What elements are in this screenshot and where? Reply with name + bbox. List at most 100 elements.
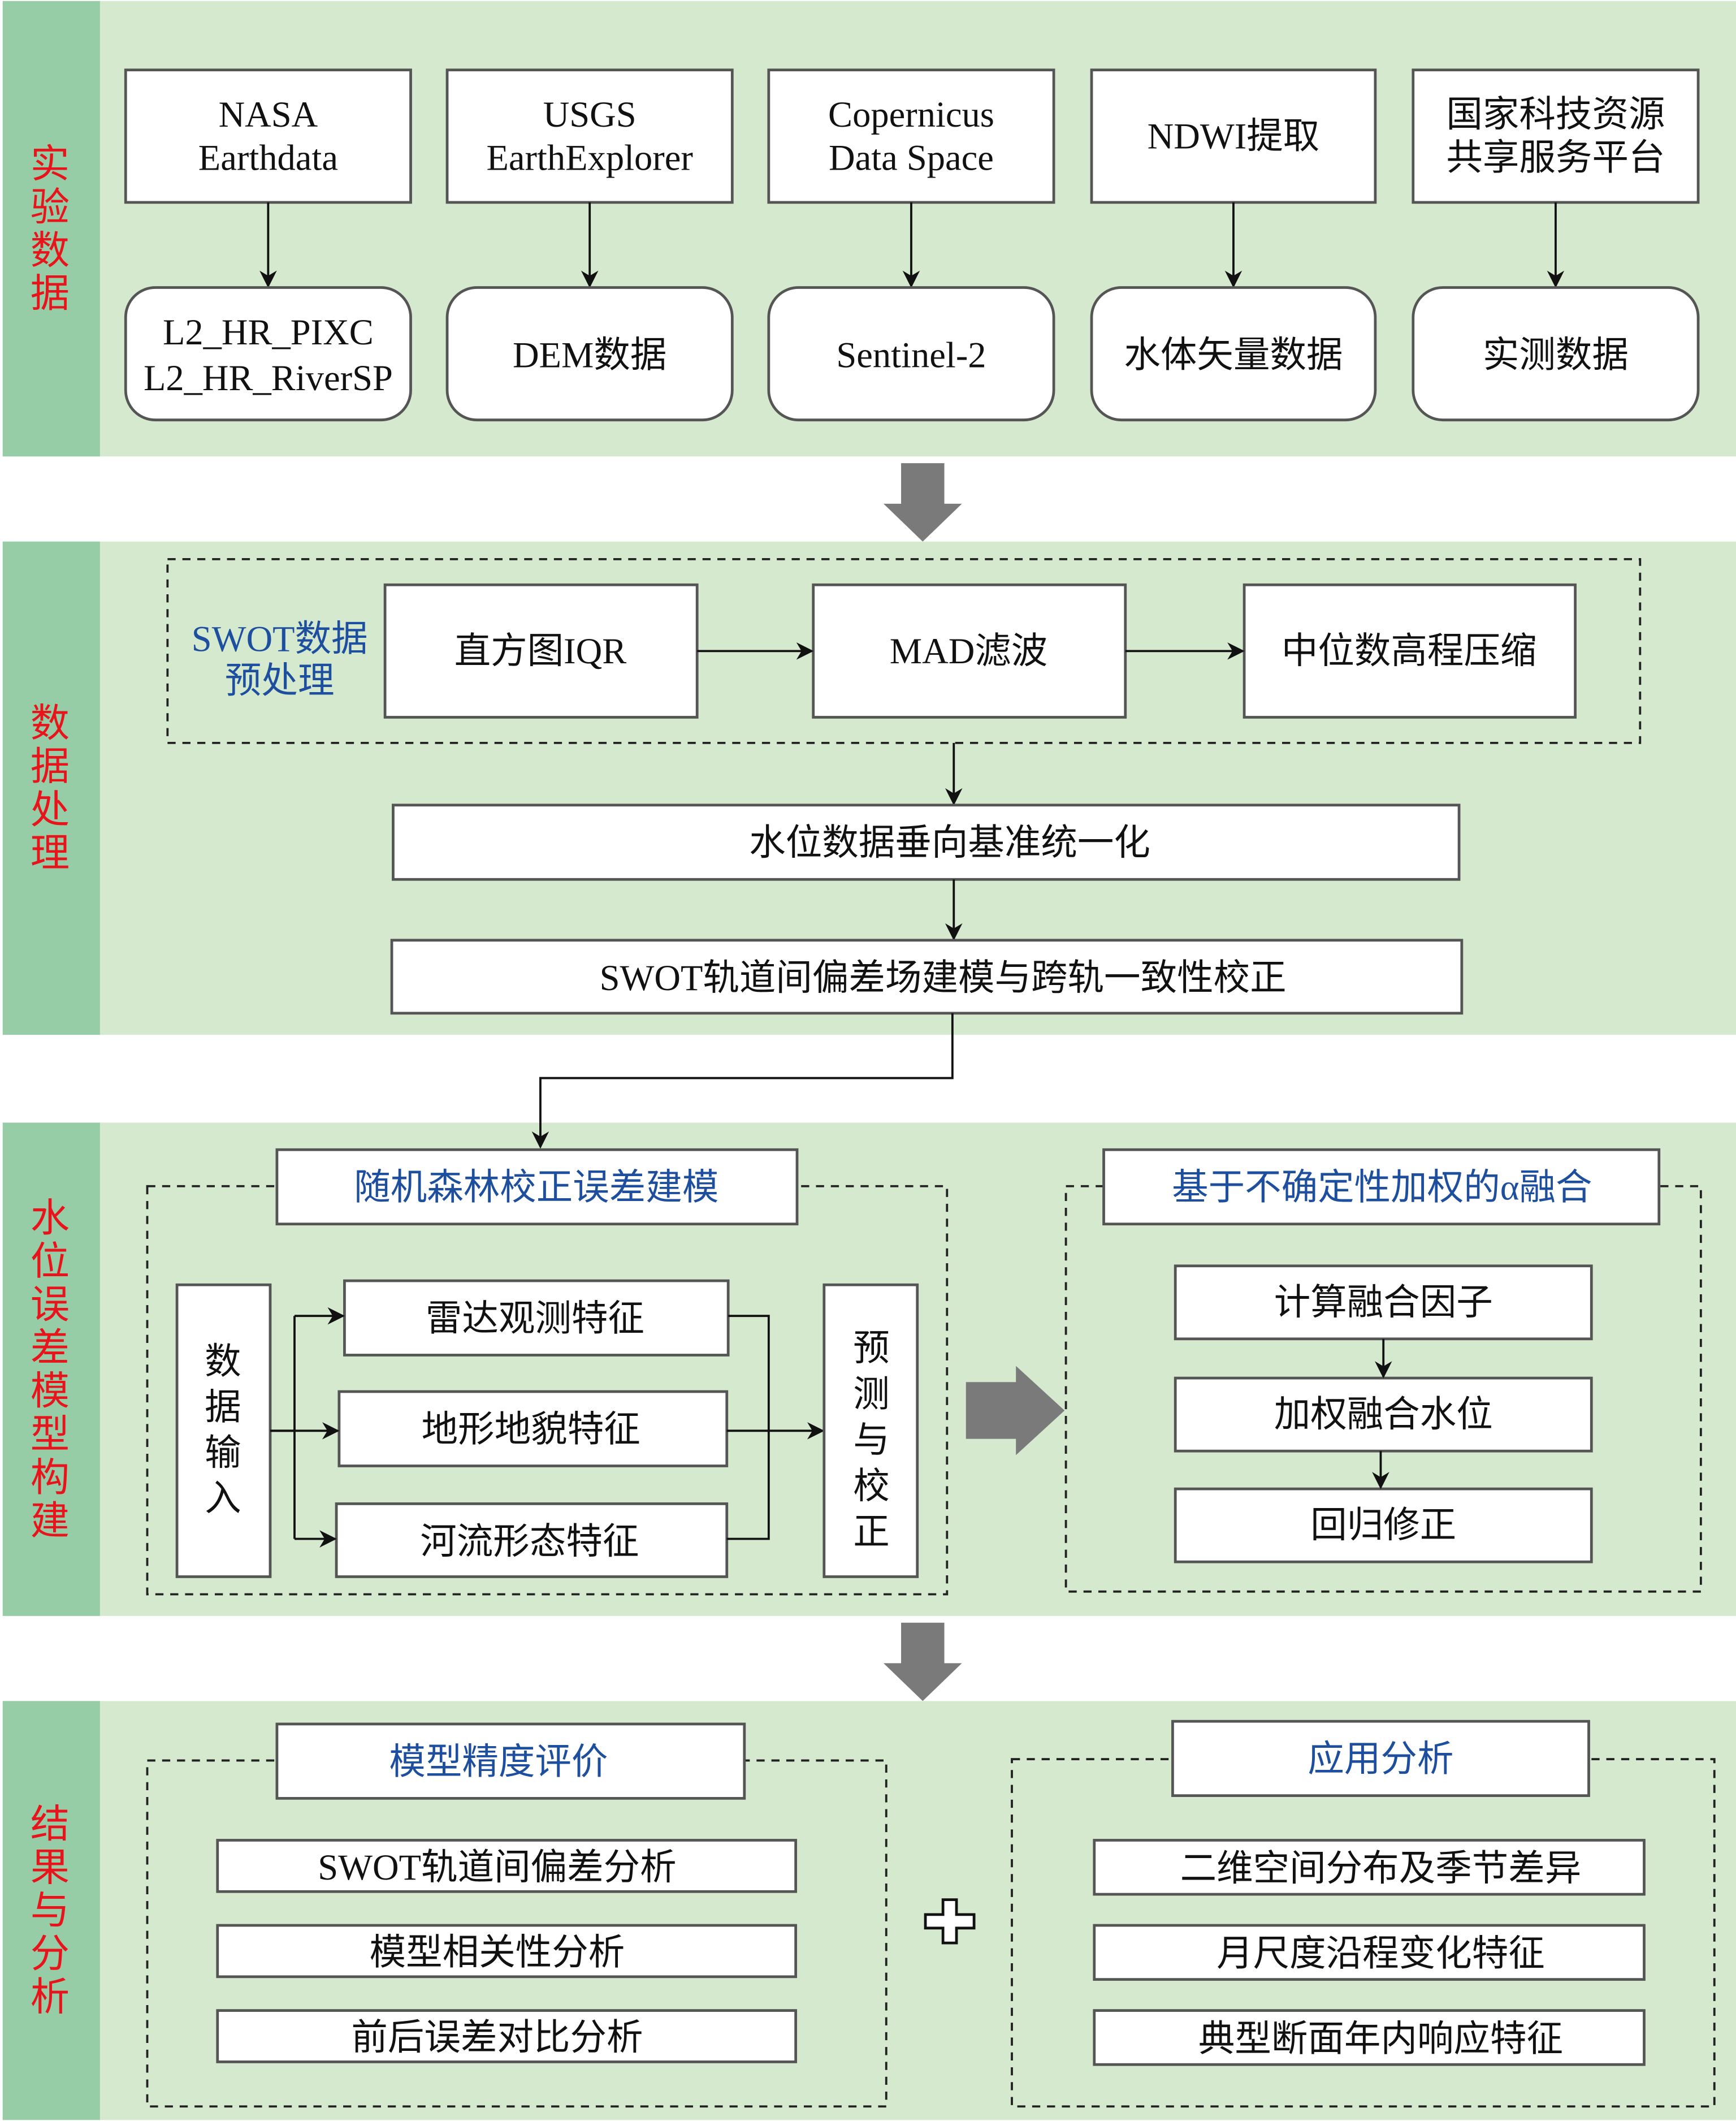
section-label-char: 结 [31, 1802, 70, 1846]
source-name: 国家科技资源 [1446, 94, 1665, 135]
application-item: 月尺度沿程变化特征 [1217, 1934, 1545, 1974]
step-mad-box [812, 583, 1127, 719]
section-label-char: 分 [31, 1932, 70, 1976]
source-box [767, 68, 1055, 204]
step-iqr: 直方图IQR [454, 631, 627, 671]
application-title: 应用分析 [1308, 1739, 1453, 1779]
vertical-char: 据 [205, 1387, 241, 1427]
feature-radar: 雷达观测特征 [426, 1298, 644, 1338]
fusion-step-2-box [1174, 1376, 1593, 1453]
accuracy-item-box [216, 1924, 798, 1979]
source-box [124, 68, 412, 204]
section-label-char: 位 [31, 1239, 70, 1283]
section-label-char: 处 [31, 788, 70, 832]
fusion-title: 基于不确定性加权的α融合 [1172, 1168, 1592, 1208]
product-box [1412, 286, 1700, 422]
product-name: 水体矢量数据 [1124, 335, 1343, 375]
source-name: NASA [219, 94, 318, 135]
section-label-char: 果 [31, 1846, 70, 1889]
plus-icon [924, 1898, 976, 1945]
product-name: DEM数据 [513, 335, 666, 375]
application-item-box [1093, 2009, 1646, 2066]
step-median-box [1243, 583, 1577, 719]
accuracy-item-box [216, 2009, 798, 2063]
application-item-box [1093, 1924, 1646, 1981]
datum-box [392, 804, 1461, 881]
big-right-arrow [966, 1366, 1065, 1455]
source-box [445, 68, 734, 204]
source-name: EarthExplorer [486, 138, 692, 178]
vertical-char: 正 [853, 1512, 890, 1552]
vertical-char: 校 [853, 1466, 890, 1506]
fusion-title-box [1102, 1148, 1661, 1226]
arrow-to-model [531, 1013, 954, 1149]
accuracy-item: 前后误差对比分析 [351, 2018, 643, 2058]
vertical-char: 入 [205, 1479, 241, 1519]
feature-terrain: 地形地貌特征 [422, 1409, 640, 1449]
step-mad: MAD滤波 [890, 631, 1048, 671]
rf-title: 随机森林校正误差建模 [354, 1168, 718, 1208]
source-name: 共享服务平台 [1446, 138, 1665, 178]
preprocessing-label-1: SWOT数据 [192, 619, 368, 659]
source-name: USGS [543, 94, 637, 135]
section-label-char: 水 [31, 1196, 70, 1239]
big-down-arrow-1 [883, 463, 962, 542]
merge-features [726, 1315, 770, 1540]
source-box [1412, 68, 1700, 204]
section-label-char: 析 [31, 1975, 70, 2019]
section-label-char: 差 [31, 1326, 70, 1370]
big-down-arrow-2 [883, 1622, 962, 1701]
accuracy-group [146, 1759, 888, 2108]
feature-river: 河流形态特征 [420, 1522, 639, 1562]
product-name: L2_HR_RiverSP [144, 358, 393, 398]
application-item-box [1093, 1839, 1646, 1896]
fusion-step-3: 回归修正 [1310, 1505, 1456, 1545]
product-name: L2_HR_PIXC [163, 312, 374, 352]
section-label-char: 模 [31, 1369, 70, 1412]
section-label-char: 理 [31, 831, 70, 875]
application-item: 二维空间分布及季节差异 [1180, 1848, 1582, 1889]
section-label-char: 数 [31, 702, 70, 745]
section-label-char: 据 [31, 272, 70, 316]
section-label-char: 数 [31, 228, 70, 272]
application-title-box [1171, 1720, 1590, 1797]
accuracy-item-box [216, 1839, 798, 1893]
accuracy-title-box [275, 1722, 746, 1800]
rf-title-box [275, 1148, 799, 1226]
section-label-char: 据 [31, 745, 70, 788]
predict-box [822, 1283, 919, 1578]
section-label-char: 构 [31, 1455, 70, 1499]
section-label-char: 误 [31, 1282, 70, 1326]
source-name: Earthdata [198, 138, 338, 178]
feature-radar-box [343, 1279, 730, 1357]
step-median: 中位数高程压缩 [1282, 631, 1537, 671]
product-box [124, 286, 412, 422]
preprocessing-label-2: 预处理 [225, 660, 335, 701]
fusion-step-1-box [1174, 1264, 1593, 1341]
vertical-char: 与 [853, 1420, 890, 1461]
product-box [1090, 286, 1377, 422]
source-name: Data Space [829, 138, 994, 178]
product-box [767, 286, 1055, 422]
data-input-box [175, 1283, 272, 1578]
vertical-char: 测 [853, 1374, 890, 1414]
section-side-bar [2, 1, 100, 457]
crosstrack-box [390, 939, 1464, 1015]
step-iqr-box [383, 583, 699, 719]
fusion-step-1: 计算融合因子 [1274, 1282, 1493, 1323]
section-label-char: 与 [31, 1889, 70, 1932]
rf-group [146, 1185, 949, 1596]
fusion-step-2: 加权融合水位 [1274, 1394, 1493, 1435]
product-box [445, 286, 734, 422]
accuracy-title: 模型精度评价 [389, 1742, 608, 1782]
application-item: 典型断面年内响应特征 [1198, 2019, 1563, 2059]
crosstrack-step: SWOT轨道间偏差场建模与跨轨一致性校正 [600, 958, 1287, 998]
source-name: Copernicus [828, 94, 994, 135]
source-name: NDWI提取 [1148, 116, 1320, 156]
datum-step: 水位数据垂向基准统一化 [749, 823, 1150, 863]
